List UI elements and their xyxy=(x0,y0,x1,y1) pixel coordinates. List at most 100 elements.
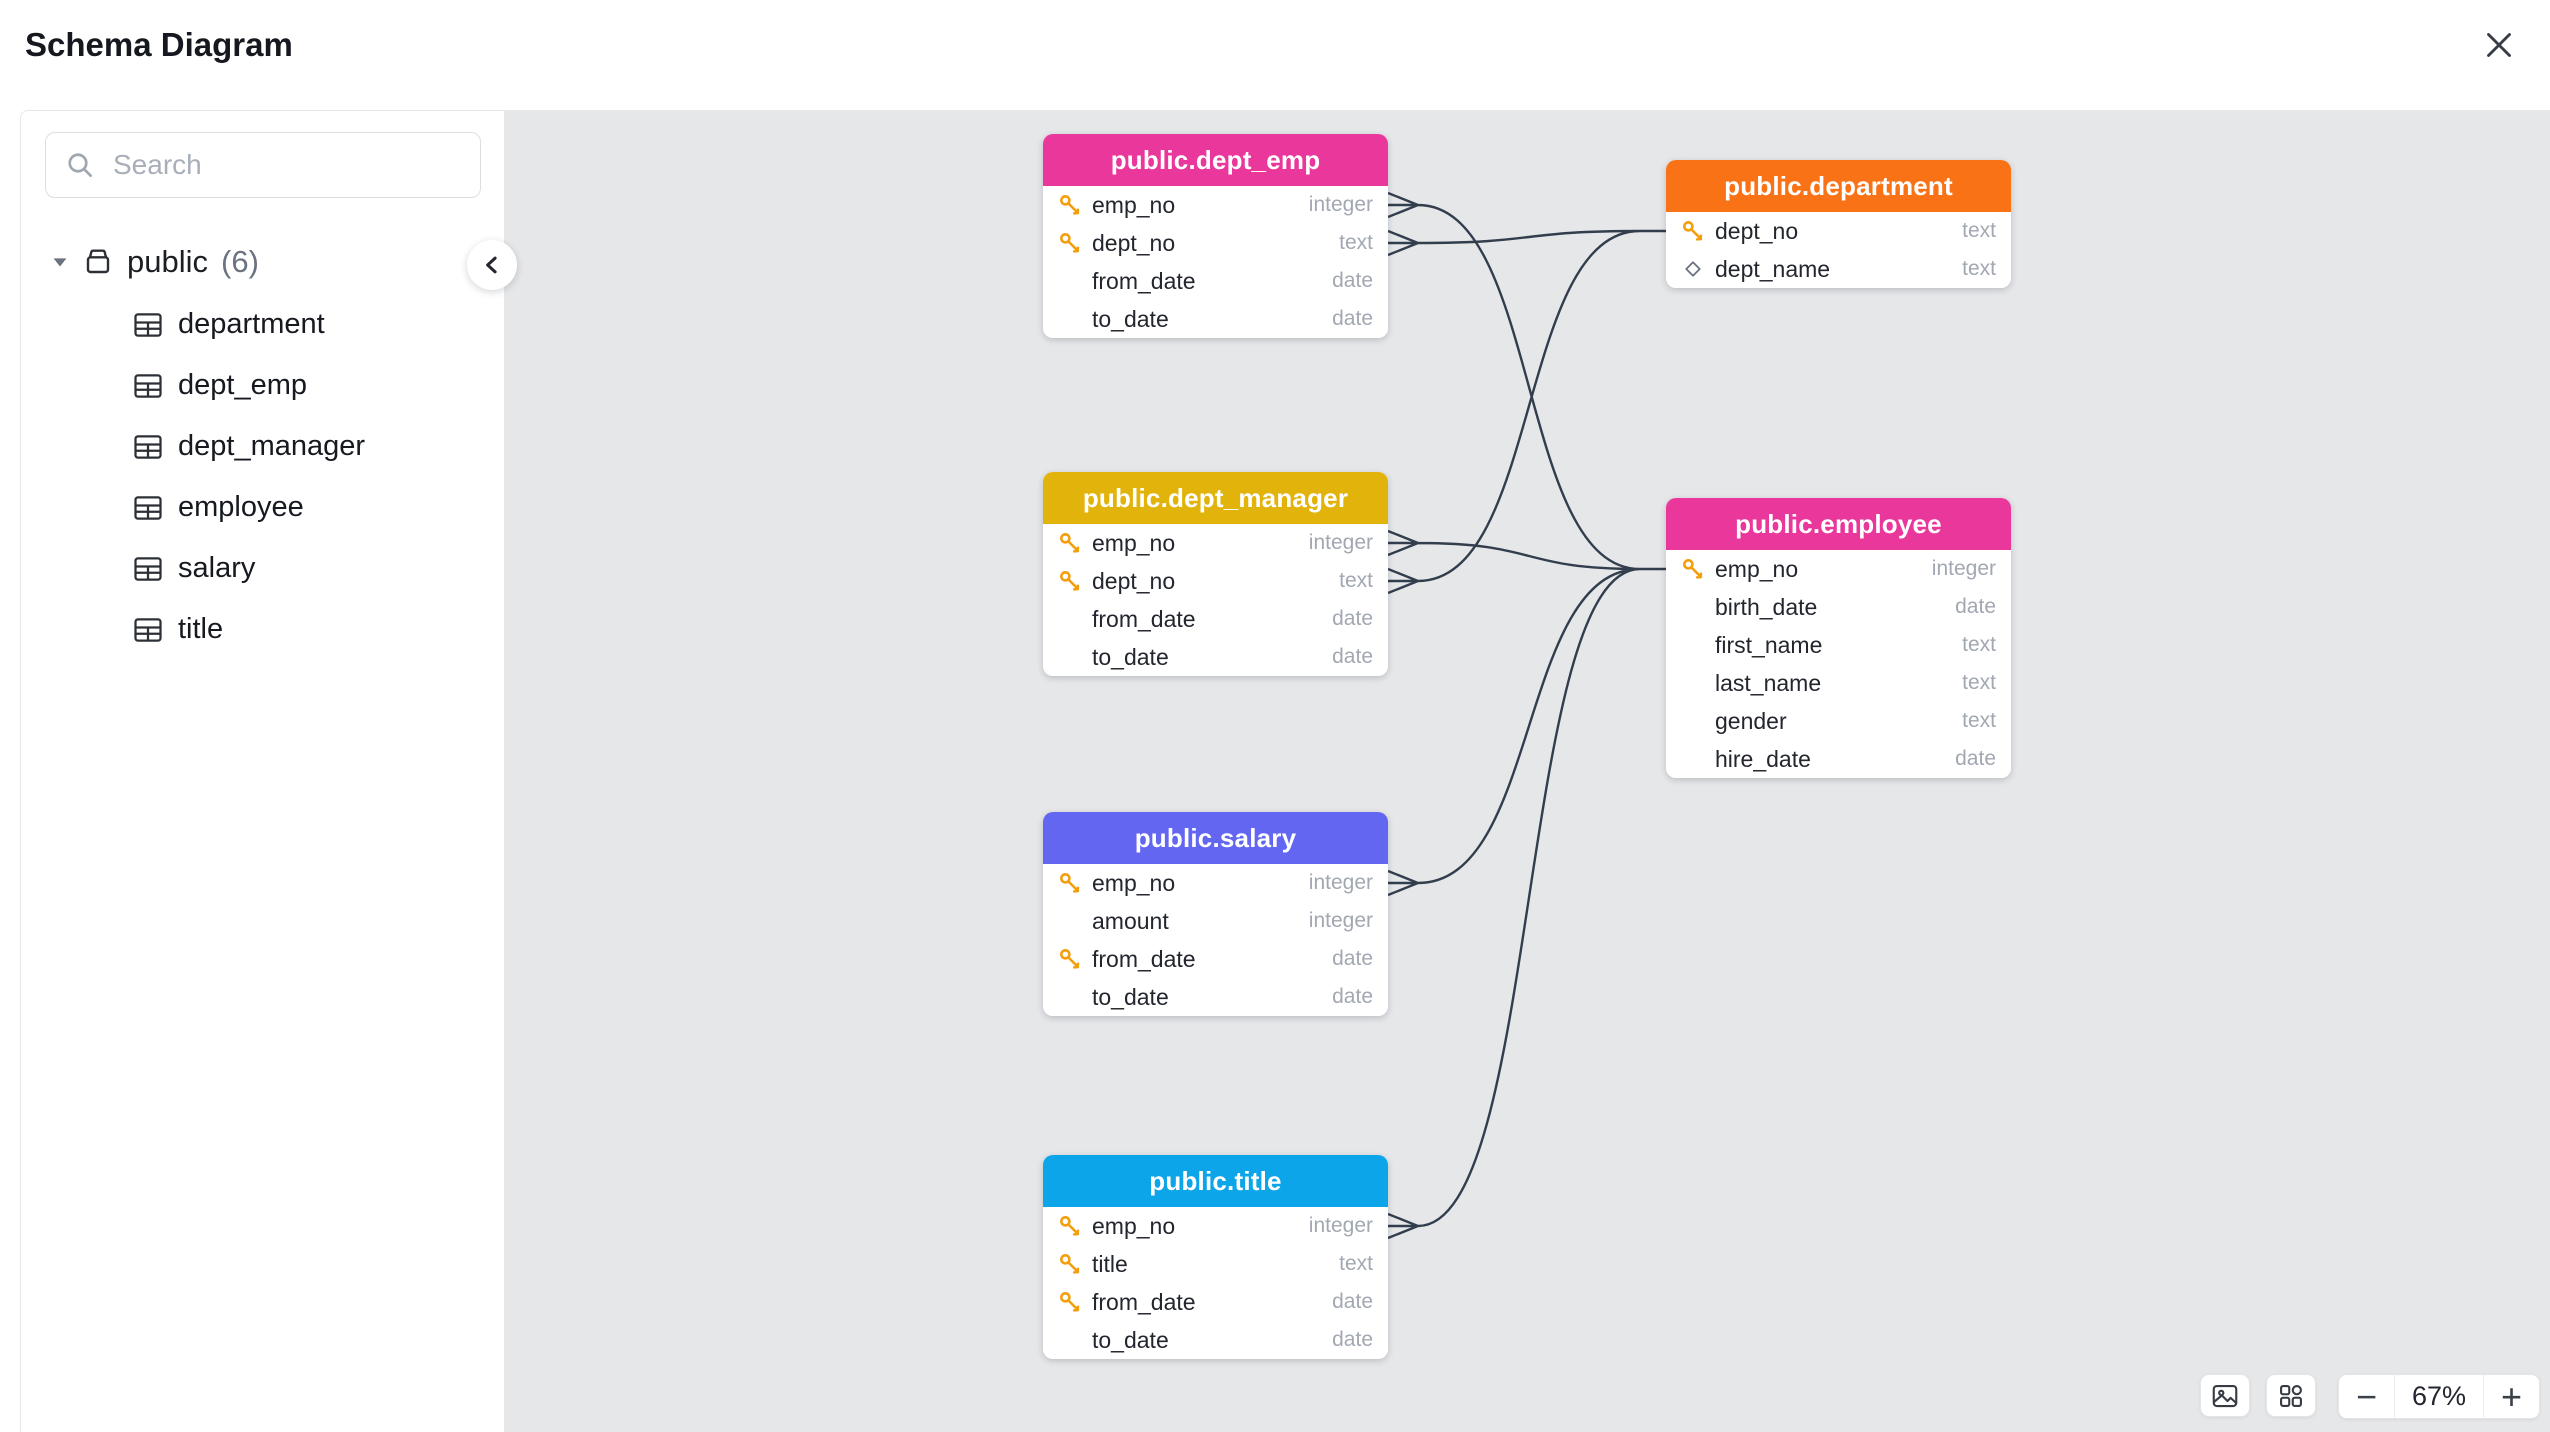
column-type: date xyxy=(1332,1290,1373,1313)
table-card-department[interactable]: public.department dept_no text dept_name… xyxy=(1666,160,2011,288)
sidebar-item-salary[interactable]: salary xyxy=(133,538,504,599)
column-name: first_name xyxy=(1715,631,1823,658)
table-item-label: dept_manager xyxy=(178,430,366,462)
column-name: birth_date xyxy=(1715,593,1818,620)
sidebar-item-employee[interactable]: employee xyxy=(133,477,504,538)
column-row-last_name: last_name text xyxy=(1666,664,2011,702)
table-card-title: public.title xyxy=(1043,1155,1388,1207)
column-type: integer xyxy=(1931,557,1996,580)
primary-key-icon xyxy=(1056,1290,1083,1314)
column-type: date xyxy=(1955,747,1996,770)
primary-key-icon xyxy=(1679,557,1706,581)
column-name: hire_date xyxy=(1715,745,1811,772)
column-name: dept_no xyxy=(1092,229,1176,256)
sidebar-collapse-button[interactable] xyxy=(467,240,517,290)
zoom-out-button[interactable]: − xyxy=(2339,1375,2394,1418)
column-type: text xyxy=(1962,219,1996,242)
table-item-label: dept_emp xyxy=(178,369,307,401)
column-name: dept_no xyxy=(1715,217,1799,244)
table-card-salary[interactable]: public.salary emp_no integer amount inte… xyxy=(1043,812,1388,1016)
box-icon xyxy=(82,246,114,278)
close-button[interactable] xyxy=(2470,16,2528,74)
column-row-emp_no: emp_no integer xyxy=(1043,1207,1388,1245)
zoom-level: 67% xyxy=(2394,1375,2484,1418)
column-name: dept_name xyxy=(1715,255,1831,282)
table-card-title: public.department xyxy=(1666,160,2011,212)
column-type: date xyxy=(1332,1328,1373,1351)
column-name: from_date xyxy=(1092,1288,1196,1315)
primary-key-icon xyxy=(1056,193,1083,217)
column-name: to_date xyxy=(1092,1326,1169,1353)
table-card-employee[interactable]: public.employee emp_no integer birth_dat… xyxy=(1666,498,2011,778)
export-image-button[interactable] xyxy=(2200,1374,2250,1417)
primary-key-icon xyxy=(1056,569,1083,593)
no-key-spacer xyxy=(1056,269,1083,293)
column-name: to_date xyxy=(1092,983,1169,1010)
search-input[interactable] xyxy=(111,148,462,182)
table-icon xyxy=(133,372,163,400)
sidebar-item-department[interactable]: department xyxy=(133,294,504,355)
no-key-spacer xyxy=(1056,909,1083,933)
column-name: from_date xyxy=(1092,605,1196,632)
column-type: integer xyxy=(1308,193,1373,216)
table-card-dept_emp[interactable]: public.dept_emp emp_no integer dept_no t… xyxy=(1043,134,1388,338)
column-name: amount xyxy=(1092,907,1169,934)
table-card-title[interactable]: public.title emp_no integer title text f… xyxy=(1043,1155,1388,1359)
table-icon xyxy=(133,433,163,461)
column-row-dept_name: dept_name text xyxy=(1666,250,2011,288)
table-card-title: public.salary xyxy=(1043,812,1388,864)
layout-grid-button[interactable] xyxy=(2266,1374,2316,1417)
header: Schema Diagram xyxy=(0,0,2550,110)
schema-tree: public (6) department dept_emp dept_mana… xyxy=(21,214,504,660)
no-key-spacer xyxy=(1056,645,1083,669)
column-row-from_date: from_date date xyxy=(1043,600,1388,638)
column-name: emp_no xyxy=(1092,869,1176,896)
column-row-emp_no: emp_no integer xyxy=(1043,524,1388,562)
schema-node-public[interactable]: public (6) xyxy=(51,234,504,290)
column-row-to_date: to_date date xyxy=(1043,638,1388,676)
column-row-emp_no: emp_no integer xyxy=(1043,864,1388,902)
column-row-emp_no: emp_no integer xyxy=(1043,186,1388,224)
sidebar: public (6) department dept_emp dept_mana… xyxy=(20,110,504,1432)
column-row-to_date: to_date date xyxy=(1043,1321,1388,1359)
column-type: text xyxy=(1339,569,1373,592)
column-name: emp_no xyxy=(1092,529,1176,556)
sidebar-item-dept_emp[interactable]: dept_emp xyxy=(133,355,504,416)
column-row-hire_date: hire_date date xyxy=(1666,740,2011,778)
column-name: from_date xyxy=(1092,267,1196,294)
sidebar-item-title[interactable]: title xyxy=(133,599,504,660)
table-item-label: department xyxy=(178,308,325,340)
column-row-to_date: to_date date xyxy=(1043,978,1388,1016)
no-key-spacer xyxy=(1679,671,1706,695)
diagram-canvas[interactable] xyxy=(504,110,2550,1432)
column-type: text xyxy=(1962,709,1996,732)
column-row-to_date: to_date date xyxy=(1043,300,1388,338)
no-key-spacer xyxy=(1679,633,1706,657)
column-type: date xyxy=(1332,607,1373,630)
column-type: date xyxy=(1332,645,1373,668)
sidebar-item-dept_manager[interactable]: dept_manager xyxy=(133,416,504,477)
column-name: to_date xyxy=(1092,305,1169,332)
table-icon xyxy=(133,311,163,339)
caret-down-icon[interactable] xyxy=(51,253,69,271)
primary-key-icon xyxy=(1056,531,1083,555)
page-title: Schema Diagram xyxy=(25,26,293,63)
column-row-birth_date: birth_date date xyxy=(1666,588,2011,626)
grid-icon xyxy=(2277,1382,2305,1410)
primary-key-icon xyxy=(1679,219,1706,243)
column-row-dept_no: dept_no text xyxy=(1666,212,2011,250)
column-row-title: title text xyxy=(1043,1245,1388,1283)
column-type: date xyxy=(1332,985,1373,1008)
table-card-dept_manager[interactable]: public.dept_manager emp_no integer dept_… xyxy=(1043,472,1388,676)
column-type: integer xyxy=(1308,909,1373,932)
primary-key-icon xyxy=(1056,947,1083,971)
column-name: last_name xyxy=(1715,669,1822,696)
primary-key-icon xyxy=(1056,1252,1083,1276)
table-card-title: public.employee xyxy=(1666,498,2011,550)
column-name: gender xyxy=(1715,707,1787,734)
zoom-in-button[interactable]: + xyxy=(2484,1375,2539,1418)
column-name: emp_no xyxy=(1092,1212,1176,1239)
column-name: from_date xyxy=(1092,945,1196,972)
no-key-spacer xyxy=(1679,709,1706,733)
table-list: department dept_emp dept_manager employe… xyxy=(51,294,504,660)
